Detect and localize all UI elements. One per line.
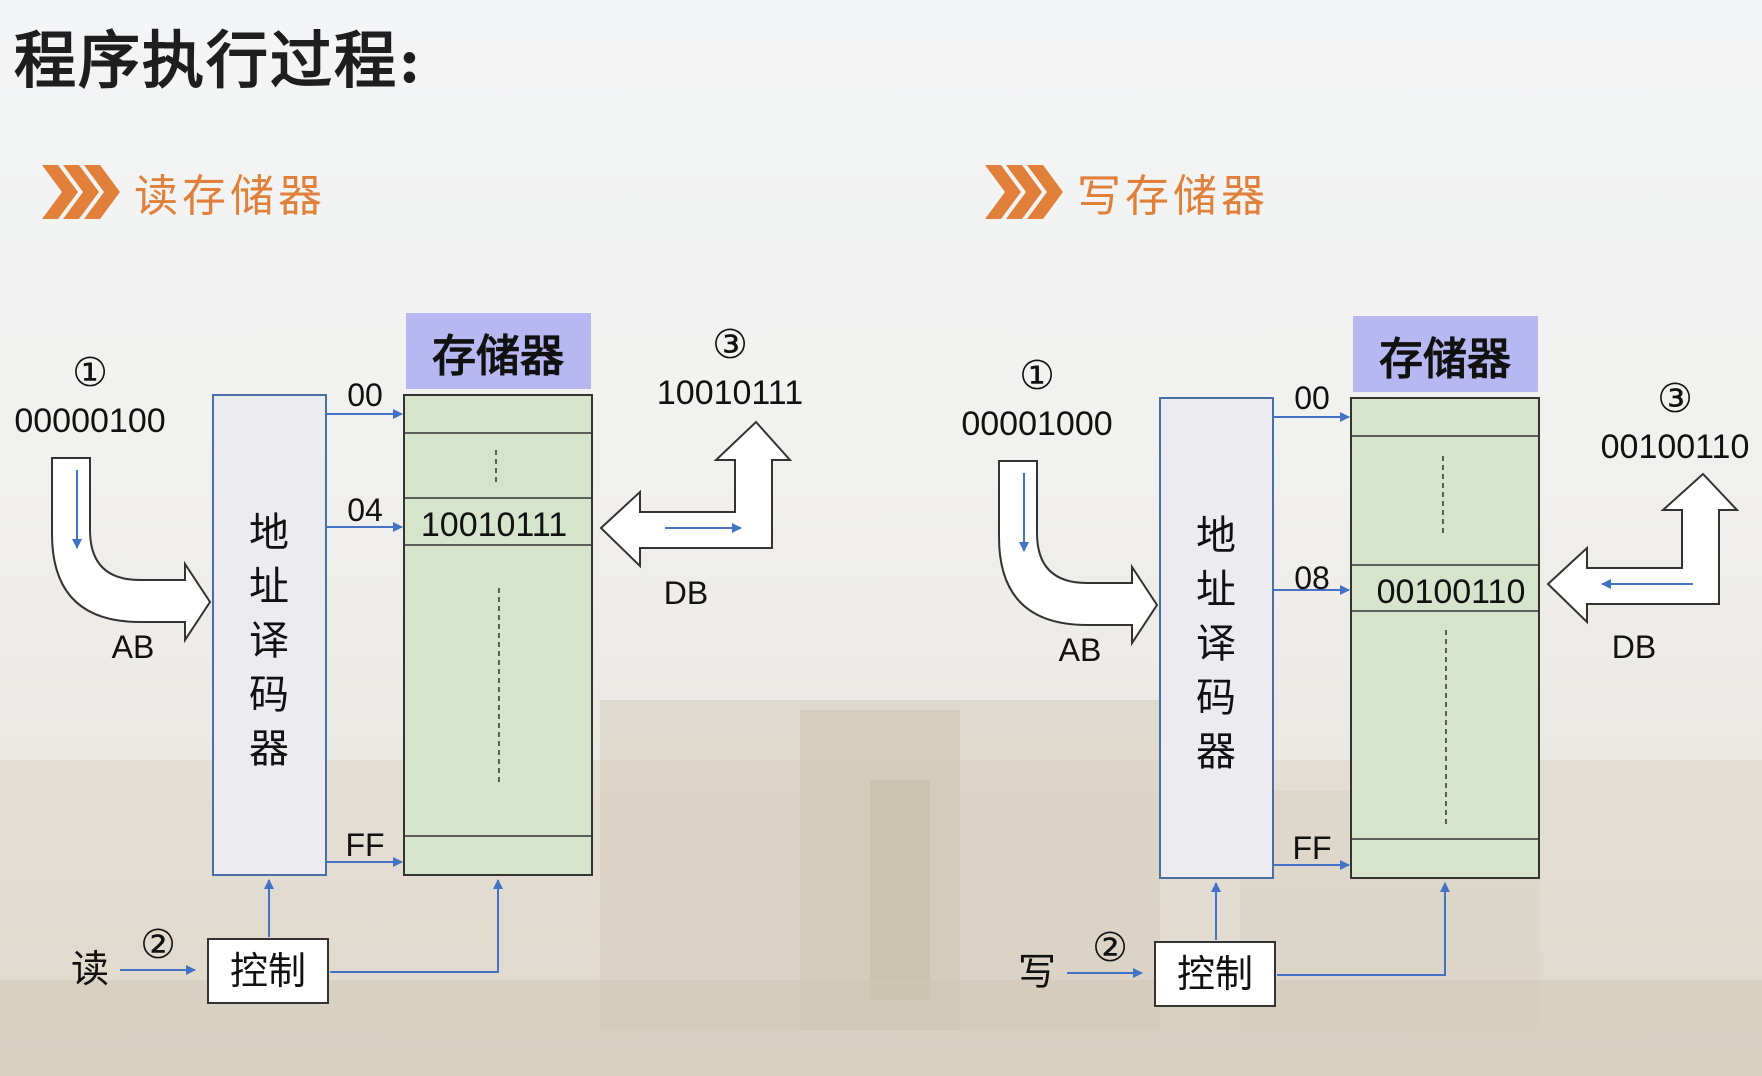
page-title: 程序执行过程: [14, 24, 423, 97]
db-label: DB [1612, 629, 1656, 665]
address-label-ff: FF [1292, 830, 1331, 866]
step1-marker: ① [72, 351, 108, 395]
section-label: 读存储器 [134, 171, 326, 222]
read-diagram: ① 00000100 AB 地 址 译 码 器 00 04 FF 存储器 100… [14, 313, 803, 1004]
address-label-selected: 08 [1294, 560, 1330, 596]
db-bus-arrow [599, 420, 793, 569]
section-heading-read: 读存储器 [42, 160, 326, 224]
decoder-char: 址 [249, 564, 289, 610]
decoder-char: 译 [1196, 621, 1236, 667]
control-to-memory-arrow [330, 879, 503, 973]
address-label-selected: 04 [347, 492, 383, 528]
bus-value: 00100110 [1601, 428, 1750, 466]
section-label: 写存储器 [1077, 171, 1269, 222]
decoder-char: 地 [249, 510, 289, 556]
db-bus-arrow [1546, 472, 1740, 625]
ab-label: AB [112, 629, 155, 665]
decoder-char: 码 [249, 672, 289, 718]
decoder-char: 器 [249, 726, 289, 772]
ab-bus-arrow [51, 457, 212, 644]
decoder-char: 器 [1196, 729, 1236, 775]
ab-label: AB [1059, 632, 1102, 668]
step3-marker: ③ [712, 323, 748, 367]
address-label-ff: FF [345, 827, 384, 863]
control-input-label: 写 [1018, 950, 1056, 994]
control-label: 控制 [1177, 952, 1253, 996]
address-value: 00001000 [961, 405, 1112, 443]
address-label-00: 00 [1294, 380, 1330, 416]
decoder-char: 址 [1196, 567, 1236, 613]
memory-cell-value: 10010111 [421, 506, 567, 544]
memory-header [1353, 316, 1538, 392]
control-label: 控制 [230, 949, 306, 993]
decoder-char: 码 [1196, 675, 1236, 721]
control-to-memory-arrow [1277, 882, 1450, 976]
control-box [207, 938, 329, 1004]
address-value: 00000100 [14, 402, 165, 440]
chevron-right-icon [42, 165, 120, 219]
step3-marker: ③ [1657, 377, 1693, 421]
chevron-right-icon [985, 165, 1063, 219]
bus-value: 10010111 [657, 374, 803, 412]
memory-cell-value: 00100110 [1377, 573, 1526, 611]
db-label: DB [664, 575, 708, 611]
address-decoder [212, 394, 327, 876]
control-box [1154, 941, 1276, 1007]
control-input-label: 读 [71, 947, 109, 991]
address-decoder [1159, 397, 1274, 879]
memory-array [1350, 397, 1540, 879]
write-diagram: ① 00001000 AB 地 址 译 码 器 00 08 FF 存储器 001… [961, 316, 1750, 1007]
step2-marker: ② [1092, 926, 1128, 970]
step1-marker: ① [1019, 354, 1055, 398]
section-heading-write: 写存储器 [985, 160, 1269, 224]
memory-array [403, 394, 593, 876]
memory-header-label: 存储器 [432, 331, 565, 382]
address-label-00: 00 [347, 377, 383, 413]
memory-header [406, 313, 591, 389]
step2-marker: ② [140, 923, 176, 967]
decoder-char: 译 [249, 618, 289, 664]
ab-bus-arrow [998, 460, 1159, 647]
memory-header-label: 存储器 [1379, 334, 1512, 385]
decoder-char: 地 [1196, 513, 1236, 559]
